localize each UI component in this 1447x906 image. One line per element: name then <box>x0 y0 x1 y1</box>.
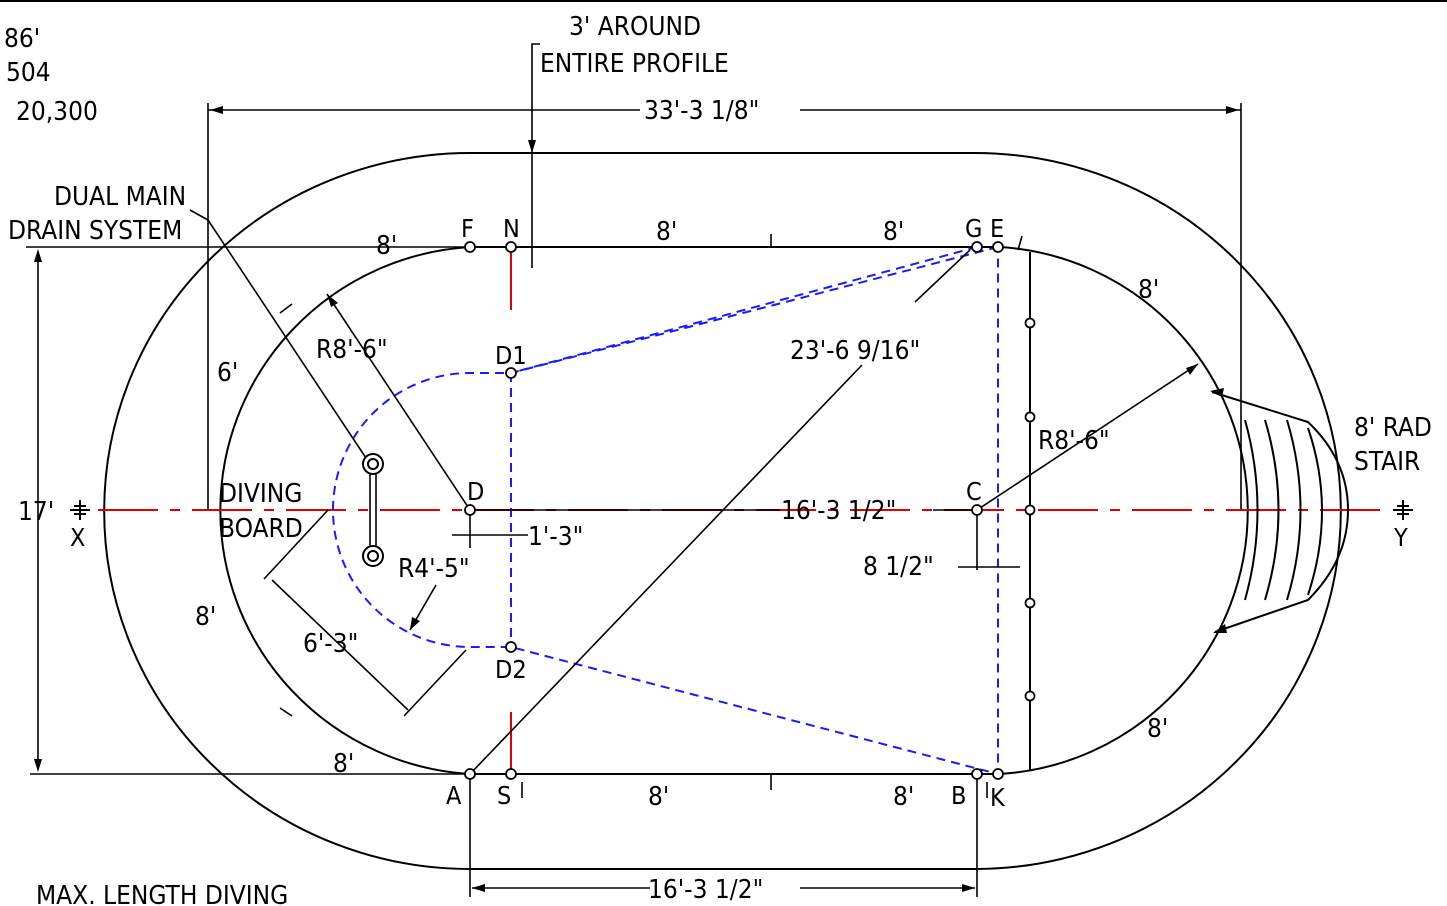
radius-hopper-label: R4'-5" <box>398 554 470 584</box>
diving-label-1: DIVING <box>219 479 302 509</box>
radius-right-leader <box>976 363 1199 511</box>
stair-arrow-bottom <box>1213 624 1227 633</box>
point-label-a: A <box>446 781 462 810</box>
stair-tread-3 <box>1286 419 1302 601</box>
tick-top-right <box>1017 235 1023 251</box>
diagonal-label: 23'-6 9/16" <box>790 336 920 366</box>
stair-arrow-top <box>1210 388 1224 397</box>
diagonal-line <box>469 364 863 775</box>
hopper-dim-ext-b <box>403 649 467 717</box>
hopper-dim-line <box>271 579 409 711</box>
drain-bottom <box>362 545 384 567</box>
tick-left-upper <box>279 303 293 314</box>
point-c <box>971 504 983 516</box>
hopper-line-g <box>510 246 978 374</box>
radius-left-arrow <box>327 294 338 307</box>
around-leader <box>531 43 540 268</box>
point-label-b: B <box>951 781 966 810</box>
point-label-d: D <box>467 477 484 506</box>
drain-label-2: DRAIN SYSTEM <box>8 216 182 246</box>
point-s <box>505 768 517 780</box>
hopper-dim-ext-a <box>263 509 329 580</box>
outer-deck-profile <box>103 152 1342 870</box>
seg-bot-left-label: 8' <box>333 749 354 779</box>
overall-length-label: 33'-3 1/8" <box>644 96 759 126</box>
point-d1 <box>505 367 517 379</box>
bottom-arrow-right <box>962 884 975 892</box>
radius-right-label: R8'-6" <box>1038 426 1110 456</box>
point-label-e: E <box>990 214 1004 243</box>
stair-step-points <box>1024 317 1036 702</box>
point-label-d2: D2 <box>495 655 527 684</box>
diagonal-line-upper <box>914 249 971 303</box>
note-line-2: 504 <box>6 58 51 88</box>
radius-left-label: R8'-6" <box>316 335 388 365</box>
width-arrow-top <box>34 249 42 262</box>
reference-points <box>464 241 1004 780</box>
point-label-s: S <box>497 781 511 810</box>
diving-label-2: BOARD <box>219 514 303 544</box>
radius-right-arrow <box>1186 364 1198 375</box>
offset-c-label: 8 1/2" <box>863 552 934 582</box>
tick-left-lower <box>279 707 293 717</box>
center-span-label: 16'-3 1/2" <box>781 496 896 526</box>
offset-d-label: 1'-3" <box>528 522 583 552</box>
drain-label-1: DUAL MAIN <box>54 182 186 212</box>
point-k <box>992 768 1004 780</box>
seg-top-right-label: 8' <box>883 217 904 247</box>
point-label-x: X <box>70 523 85 552</box>
width-arrow-bottom <box>34 759 42 772</box>
seg-bot-mid-label: 8' <box>648 782 669 812</box>
point-d <box>464 504 476 516</box>
point-b <box>971 768 983 780</box>
seg-top-left-label: 8' <box>376 231 397 261</box>
seg-right-up-label: 8' <box>1138 275 1159 305</box>
point-f <box>464 241 476 253</box>
around-arrow <box>528 140 536 153</box>
point-a <box>464 768 476 780</box>
point-g <box>971 241 983 253</box>
stair-tread-2 <box>1264 419 1280 601</box>
hopper-width-label: 6'-3" <box>303 629 358 659</box>
point-label-g: G <box>965 214 982 243</box>
point-label-n: N <box>503 214 520 243</box>
length-arrow-left <box>210 106 223 114</box>
point-e <box>992 241 1004 253</box>
seg-top-mid-label: 8' <box>656 217 677 247</box>
note-line-3: 20,300 <box>16 97 98 127</box>
point-label-c: C <box>966 477 982 506</box>
deck-6-label: 6' <box>217 358 238 388</box>
stair-label-2: STAIR <box>1354 447 1420 477</box>
point-label-k: K <box>990 783 1006 812</box>
bottom-note: MAX. LENGTH DIVING <box>36 881 288 906</box>
point-n <box>505 241 517 253</box>
bottom-span-label: 16'-3 1/2" <box>648 875 763 905</box>
point-label-y: Y <box>1393 523 1408 552</box>
around-label-2: ENTIRE PROFILE <box>540 49 729 79</box>
stair-tread-4 <box>1307 427 1323 596</box>
width-label: 17' <box>18 497 54 527</box>
point-d2 <box>505 641 517 653</box>
radius-hopper-arrow <box>410 617 420 630</box>
bottom-arrow-left <box>472 884 485 892</box>
seg-right-low-label: 8' <box>1147 714 1168 744</box>
note-line-1: 86' <box>4 24 40 54</box>
marker-x <box>70 500 90 520</box>
point-label-f: F <box>461 214 474 243</box>
stair-label-1: 8' RAD <box>1354 413 1432 443</box>
seg-left-low-label: 8' <box>195 602 216 632</box>
drain-leader <box>189 209 367 459</box>
marker-y <box>1393 500 1413 520</box>
pool-outline <box>219 246 1249 775</box>
point-label-d1: D1 <box>495 341 527 370</box>
rad-stair-outline <box>1211 391 1350 633</box>
stair-tread-1 <box>1244 419 1259 601</box>
around-label-1: 3' AROUND <box>569 12 701 42</box>
seg-bot-right-label: 8' <box>893 782 914 812</box>
length-arrow-right <box>1226 106 1239 114</box>
radius-left-leader <box>326 293 471 511</box>
drain-top <box>362 453 384 475</box>
